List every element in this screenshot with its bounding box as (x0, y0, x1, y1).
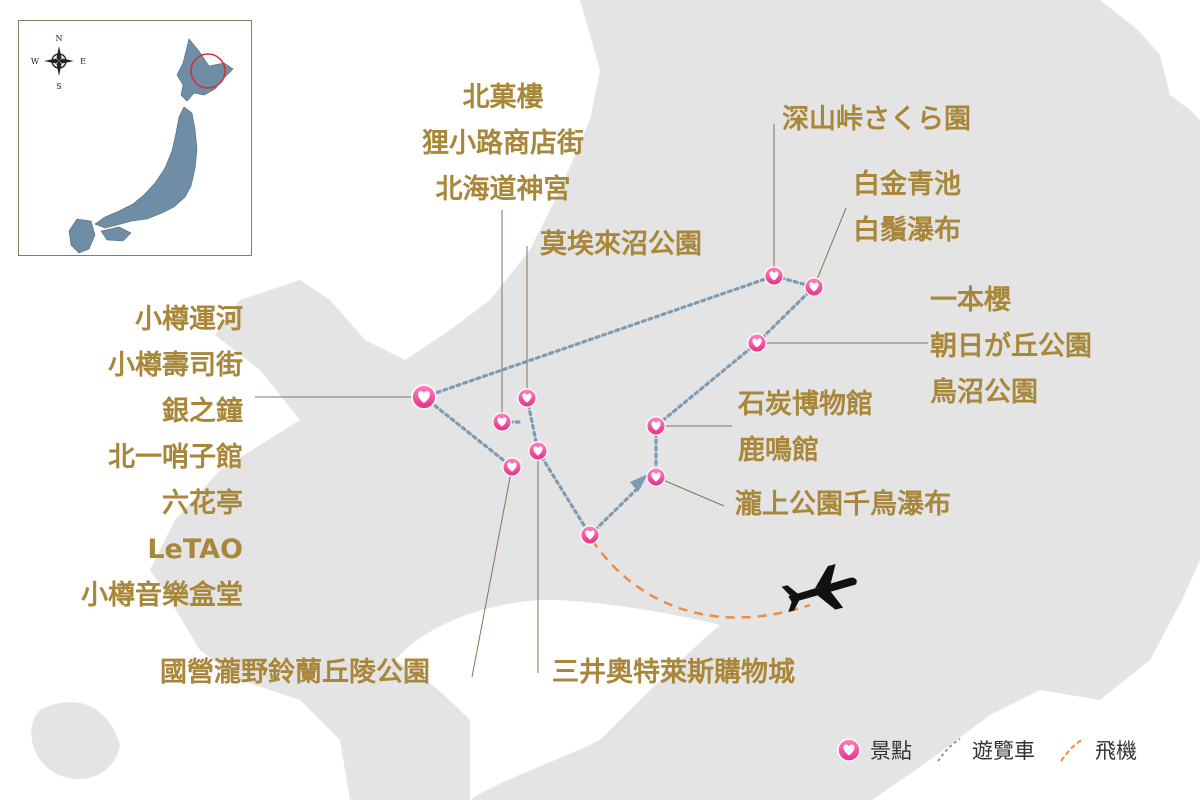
bus-route-segment (422, 274, 776, 399)
compass-icon: N S E W (31, 34, 86, 91)
label-asahigaoka-group: 一本櫻 朝日が丘公園 鳥沼公園 (930, 278, 1092, 416)
heart-marker-icon (528, 441, 548, 461)
legend-bus-label: 遊覽車 (972, 739, 1035, 763)
label-letao: LeTAO (147, 534, 243, 565)
label-coal-group: 石炭博物館 鹿鳴館 (738, 382, 873, 474)
bus-route-segment (654, 341, 759, 428)
island-left (31, 702, 120, 780)
label-otaru-canal: 小樽運河 (135, 304, 243, 335)
flight-route (590, 539, 811, 619)
inset-honshu (94, 106, 198, 229)
bus-route-line-icon (937, 738, 961, 762)
legend-plane: 飛機 (1057, 735, 1143, 765)
inset-kyushu (68, 218, 96, 254)
label-torinuma-park: 鳥沼公園 (930, 377, 1038, 408)
label-shirogane-group: 白金青池 白鬚瀑布 (853, 162, 961, 254)
airplane-icon (781, 564, 857, 612)
label-ippon-sakura: 一本櫻 (930, 285, 1011, 316)
route-arrow-icon (630, 474, 648, 492)
flight-route-line-icon (1060, 738, 1084, 762)
label-moerenuma: 莫埃來沼公園 (540, 229, 702, 260)
leader-lines (255, 124, 928, 678)
heart-marker-icon (580, 525, 600, 545)
heart-marker-icon (646, 416, 666, 436)
heart-marker-icon (502, 457, 522, 477)
japan-inset-svg: N S E W (31, 34, 234, 254)
legend: 景點 遊覽車 飛機 (836, 730, 1159, 770)
heart-marker-icon (517, 388, 537, 408)
label-takino: 國營瀧野鈴蘭丘陵公園 (160, 657, 430, 688)
label-miyama: 深山峠さくら園 (782, 104, 971, 135)
label-takinoue: 瀧上公園千鳥瀑布 (735, 489, 951, 520)
heart-marker-icon (492, 412, 512, 432)
heart-marker-icon (804, 277, 824, 297)
leader-line (655, 476, 725, 507)
label-otaru-sushi-street: 小樽壽司街 (108, 350, 243, 381)
label-sapporo-group: 北菓樓 狸小路商店街 北海道神宮 (408, 75, 598, 213)
label-hokkaido-shrine: 北海道神宮 (435, 174, 571, 205)
legend-spot: 景點 (836, 735, 918, 765)
label-rokumeikan: 鹿鳴館 (738, 435, 819, 466)
leader-line (813, 207, 847, 288)
heart-marker-icon (411, 384, 437, 410)
label-silver-bell: 銀之鐘 (162, 396, 243, 427)
bus-route-segment (588, 484, 642, 537)
heart-marker-icon (764, 266, 784, 286)
compass-n: N (56, 34, 63, 43)
compass-e: E (80, 57, 86, 66)
bus-route-segment (536, 449, 592, 537)
label-kitaichi-glass: 北一哨子館 (108, 442, 243, 473)
legend-plane-label: 飛機 (1095, 739, 1137, 763)
label-music-box-museum: 小樽音樂盒堂 (81, 580, 243, 611)
leader-line (471, 466, 513, 678)
label-asahigaoka-park: 朝日が丘公園 (930, 331, 1092, 362)
inset-hokkaido (176, 38, 234, 102)
label-otaru-group: 小樽運河 小樽壽司街 銀之鐘 北一哨子館 六花亭 LeTAO 小樽音樂盒堂 (40, 297, 243, 619)
heart-marker-icon (646, 467, 666, 487)
bus-route-segment (755, 285, 816, 345)
label-rokkatei: 六花亭 (162, 488, 243, 519)
label-outlet: 三井奧特萊斯購物城 (552, 657, 795, 688)
hokkaido-landmass (150, 0, 1200, 800)
legend-bus: 遊覽車 (934, 735, 1041, 765)
label-coal-museum: 石炭博物館 (738, 389, 873, 420)
bus-route-segment (422, 395, 514, 469)
inset-shikoku (100, 226, 132, 242)
japan-inset-map: N S E W (18, 20, 252, 256)
inset-highlight-circle (190, 53, 226, 89)
label-shirahige-falls: 白鬚瀑布 (853, 215, 961, 246)
label-tanukikoji: 狸小路商店街 (422, 128, 584, 159)
label-kitakaro: 北菓樓 (462, 82, 544, 113)
legend-spot-label: 景點 (870, 739, 912, 763)
heart-marker-icon (747, 333, 767, 353)
compass-w: W (31, 57, 40, 66)
bay-water (395, 599, 720, 800)
heart-marker-icon (837, 738, 861, 762)
compass-s: S (56, 82, 61, 91)
label-blue-pond: 白金青池 (853, 169, 961, 200)
